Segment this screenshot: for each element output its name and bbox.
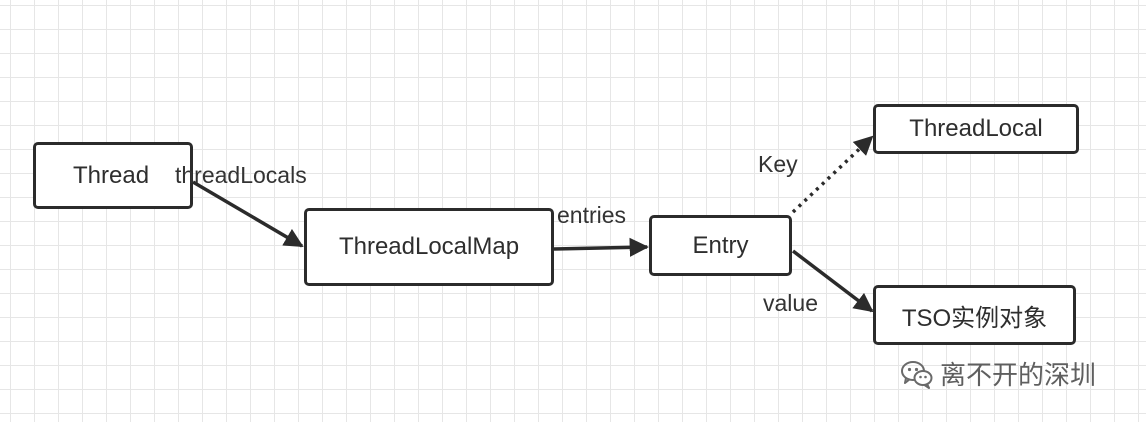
edge-thread-to-map bbox=[192, 180, 304, 248]
node-thread: Thread bbox=[33, 142, 193, 209]
node-tso-instance: TSO实例对象 bbox=[873, 285, 1076, 345]
wechat-icon bbox=[901, 360, 933, 389]
watermark: 离不开的深圳 bbox=[900, 355, 1096, 392]
node-threadlocalmap-label: ThreadLocalMap bbox=[338, 233, 520, 260]
watermark-text: 离不开的深圳 bbox=[940, 360, 1097, 390]
edge-label-threadlocals: threadLocals bbox=[175, 162, 307, 188]
edge-entry-to-tso bbox=[791, 249, 874, 313]
edge-label-value: value bbox=[763, 290, 818, 316]
node-threadlocal: ThreadLocal bbox=[873, 104, 1079, 154]
node-threadlocalmap: ThreadLocalMap bbox=[304, 208, 554, 286]
edge-map-to-entry bbox=[553, 237, 649, 257]
node-threadlocal-label: ThreadLocal bbox=[909, 115, 1043, 142]
node-entry-label: Entry bbox=[692, 231, 749, 259]
edge-entry-to-threadlocal bbox=[791, 135, 874, 214]
edge-label-entries: entries bbox=[557, 202, 627, 228]
node-entry: Entry bbox=[649, 215, 792, 276]
node-tso-instance-label: TSO实例对象 bbox=[901, 304, 1048, 332]
edge-label-key: Key bbox=[758, 151, 798, 177]
node-thread-label: Thread bbox=[73, 161, 150, 189]
